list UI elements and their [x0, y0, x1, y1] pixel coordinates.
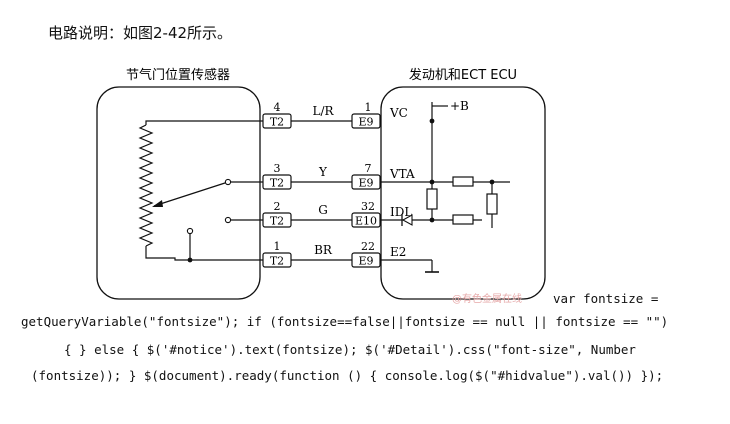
potentiometer-resistor [138, 124, 154, 247]
sensor-terminal-label: T2 [270, 255, 284, 268]
ecu-pin-number: 22 [361, 240, 375, 253]
sensor-pin-number: 3 [274, 162, 281, 175]
caption: 电路说明：如图2-42所示。 [48, 24, 233, 42]
idl-switch-contact [224, 216, 232, 224]
ecu-terminal-label: E9 [358, 116, 373, 129]
sensor-connector [262, 174, 292, 190]
ecu-terminal-label: E10 [355, 215, 377, 228]
code-line: (fontsize)); } $(document).ready(functio… [31, 368, 664, 383]
ecu-pin-number: 1 [365, 101, 372, 114]
sensor-pin-number: 2 [274, 200, 281, 213]
wiper-arm [153, 181, 229, 207]
watermark: @有色金属在线 [452, 294, 522, 305]
idl-diode [401, 214, 413, 226]
resistor-bottom-lead [145, 246, 260, 261]
ecu-pin-number: 7 [365, 162, 372, 175]
wiper-arrowhead [152, 200, 163, 207]
sensor-title: 节气门位置传感器 [126, 67, 230, 83]
sensor-terminal-label: T2 [270, 177, 284, 190]
code-line: var fontsize = [553, 291, 659, 306]
idl-series-resistor [452, 214, 474, 225]
ecu-title: 发动机和ECT ECU [409, 67, 517, 83]
wire-color-label: BR [314, 243, 333, 257]
code-line: { } else { $('#notice').text(fontsize); … [64, 342, 636, 357]
wiper-contact [224, 178, 232, 186]
ecu-connector [351, 174, 381, 190]
ecu-connector [351, 113, 381, 129]
resistor-top-lead [145, 120, 260, 125]
sensor-box [96, 86, 261, 300]
ecu-pin-number: 32 [361, 200, 375, 213]
sensor-pin-number: 1 [274, 240, 281, 253]
ecu-signal-label: IDL [390, 205, 412, 219]
ecu-signal-label: E2 [390, 245, 406, 259]
ecu-signal-label: VC [389, 106, 408, 120]
vta-series-resistor [452, 176, 474, 187]
ecu-connector [351, 212, 381, 228]
idl-switch-pivot [186, 227, 194, 235]
sensor-terminal-label: T2 [270, 116, 284, 129]
ecu-box [380, 86, 546, 300]
wire-color-label: Y [318, 165, 328, 179]
sensor-connector [262, 252, 292, 268]
ecu-connector [351, 252, 381, 268]
supply-label: +B [450, 99, 469, 113]
ecu-signal-label: VTA [389, 167, 415, 181]
pullup-resistor-vta [426, 188, 438, 210]
sensor-terminal-label: T2 [270, 215, 284, 228]
sensor-connector [262, 212, 292, 228]
code-line: getQueryVariable("fontsize"); if (fontsi… [21, 314, 669, 329]
vta-shunt-resistor [486, 193, 498, 215]
sensor-pin-number: 4 [274, 101, 281, 114]
ecu-terminal-label: E9 [358, 255, 373, 268]
junction-dot [187, 257, 193, 263]
wire-color-label: L/R [312, 104, 334, 118]
wire-color-label: G [318, 203, 328, 217]
sensor-connector [262, 113, 292, 129]
ecu-terminal-label: E9 [358, 177, 373, 190]
